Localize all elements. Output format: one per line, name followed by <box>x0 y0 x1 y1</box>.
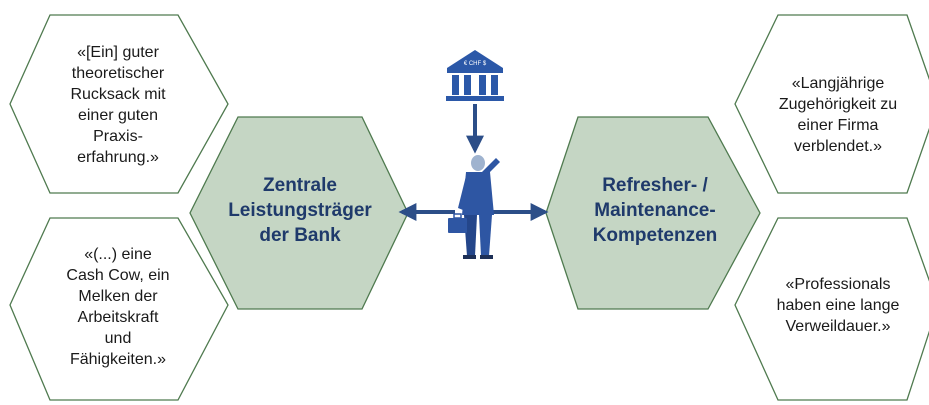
hexagon-center-left <box>189 116 409 310</box>
businessman-icon <box>448 155 500 259</box>
hexagon-top-left <box>9 14 229 194</box>
hexagon-bottom-left <box>9 217 229 401</box>
quote-bottom-left: «(...) eine Cash Cow, ein Melken der Arb… <box>66 246 170 368</box>
quote-top-right: «Langjährige Zugehörigkeit zu einer Firm… <box>778 75 898 155</box>
quote-bottom-right: «Professionals haben eine lange Verweild… <box>776 275 900 335</box>
quote-top-left: «[Ein] guter theoretischer Rucksack mit … <box>70 44 166 166</box>
hexagon-top-right <box>734 14 929 194</box>
center-left-label: Zentrale Leistungsträger der Bank <box>228 174 372 246</box>
bank-building-icon: € CHF $ <box>446 50 504 101</box>
hexagon-bottom-right <box>734 217 929 401</box>
bank-currency-label: € CHF $ <box>464 61 487 67</box>
center-right-label: Refresher- / Maintenance- Kompetenzen <box>592 174 718 246</box>
